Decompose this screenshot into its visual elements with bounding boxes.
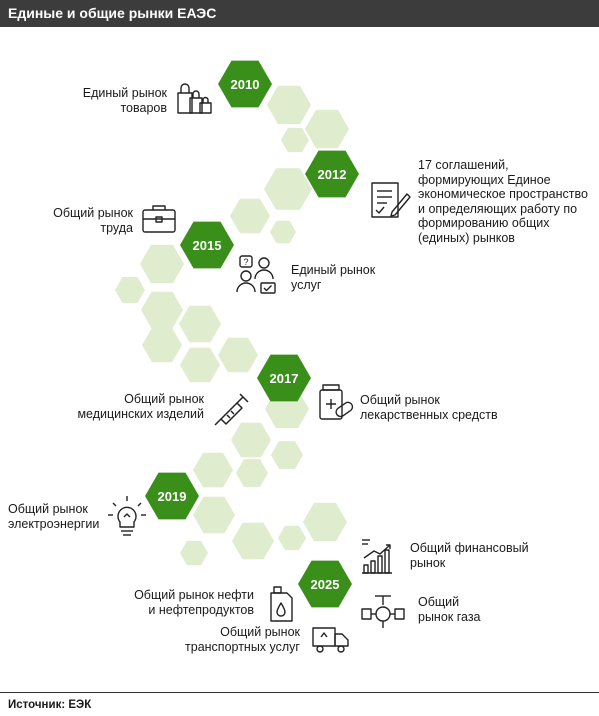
label-line: товаров (120, 100, 167, 115)
label-line: Общий рынок (220, 625, 300, 639)
hexagon-decor (115, 277, 145, 303)
hexagon-decor (264, 168, 312, 210)
label-line: рынок (410, 555, 446, 570)
year-hexagon (305, 150, 359, 198)
hexagon-decor (281, 127, 309, 153)
label-line: Общий рынок (8, 502, 88, 516)
page-title: Единые и общие рынки ЕАЭС (8, 5, 217, 21)
header-bar: Единые и общие рынки ЕАЭС (0, 0, 599, 27)
label-line: 17 соглашений, (418, 158, 509, 172)
label-line: Общий рынок (124, 392, 204, 406)
hexagon-decor (230, 198, 270, 234)
label-line: услуг (291, 277, 322, 292)
hexagon-chain: 2010 2012 2015 2017 2019 2025 (115, 60, 359, 608)
hexagon-decor (270, 220, 296, 244)
market-label-oil: Общий рынок нефти и нефтепродуктов (134, 588, 254, 617)
hexagon-decor (305, 109, 349, 149)
year-label: 2012 (318, 167, 347, 182)
hexagon-decor (180, 540, 208, 566)
market-label-goods: Единый рынок товаров (83, 86, 167, 115)
label-line: медицинских изделий (77, 406, 204, 421)
market-label-electricity: Общий рынок электроэнергии (8, 502, 99, 531)
hexagon-decor (141, 291, 183, 329)
label-line: электроэнергии (8, 516, 100, 531)
year-label: 2017 (270, 371, 299, 386)
year-label: 2025 (311, 577, 340, 592)
hexagon-decor (180, 347, 220, 383)
hexagon-decor (142, 327, 182, 363)
label-line: Единый рынок (291, 263, 376, 277)
label-line: (единых) рынков (418, 230, 515, 245)
market-label-gas: Общий рынок газа (418, 595, 481, 624)
hexagon-decor (218, 337, 258, 373)
growth-chart-icon (362, 539, 392, 574)
hexagon-decor (179, 305, 221, 343)
year-hexagon (298, 560, 352, 608)
label-line: формирующих Единое (418, 172, 551, 187)
market-label-services: Единый рынок услуг (291, 263, 375, 292)
label-line: Общий рынок (360, 393, 440, 407)
delivery-truck-icon (312, 627, 349, 653)
source-label: Источник: (8, 699, 66, 711)
hexagon-decor (140, 244, 184, 284)
hexagon-decor (267, 85, 311, 125)
market-label-medical-devices: Общий рынок медицинских изделий (77, 392, 204, 421)
hexagon-decor (271, 441, 303, 469)
light-bulb-icon (108, 496, 146, 536)
market-label-medicines: Общий рынок лекарственных средств (360, 393, 498, 422)
hexagon-decor (193, 452, 233, 488)
hexagon-decor (193, 496, 235, 534)
label-line: транспортных услуг (185, 639, 300, 654)
medicine-pills-icon (319, 384, 354, 420)
year-hexagon (218, 60, 272, 108)
timeline-diagram: 2010 2012 2015 2017 2019 2025 ? (108, 60, 411, 653)
year-hexagon (180, 221, 234, 269)
market-label-financial: Общий финансовый рынок (410, 541, 529, 570)
shopping-bags-icon (177, 83, 212, 114)
svg-text:?: ? (243, 257, 248, 267)
label-line: Общий финансовый (410, 541, 529, 555)
market-label-labor: Общий рынок труда (53, 206, 133, 235)
service-workers-icon: ? (236, 255, 276, 294)
label-line: экономическое пространство (418, 187, 588, 201)
agreements-note: 17 соглашений, формирующих Единое эконом… (418, 158, 598, 245)
label-line: Общий (418, 595, 460, 609)
hexagon-decor (236, 459, 268, 487)
year-label: 2015 (193, 238, 222, 253)
gas-valve-icon (361, 595, 405, 628)
label-line: Общий рынок (53, 206, 133, 220)
label-line: и определяющих работу по (418, 201, 578, 216)
label-line: рынок газа (418, 609, 481, 624)
year-label: 2010 (231, 77, 260, 92)
label-line: формированию общих (418, 216, 550, 230)
hexagon-decor (231, 422, 271, 458)
signed-document-icon (371, 182, 411, 218)
label-line: Общий рынок нефти (134, 588, 254, 602)
source-note: Источник: ЕЭК (8, 699, 91, 711)
hexagon-decor (303, 502, 347, 542)
briefcase-icon (142, 205, 176, 233)
year-hexagon (257, 354, 311, 402)
footer-divider (0, 692, 599, 693)
oil-canister-icon (270, 586, 293, 622)
label-line: труда (100, 220, 133, 235)
syringe-icon (214, 393, 249, 426)
source-value: ЕЭК (68, 699, 92, 711)
year-hexagon (145, 472, 199, 520)
year-label: 2019 (158, 489, 187, 504)
label-line: Единый рынок (82, 86, 167, 100)
market-label-transport: Общий рынок транспортных услуг (185, 625, 300, 654)
hexagon-decor (278, 525, 306, 551)
label-line: лекарственных средств (360, 407, 498, 422)
hexagon-decor (232, 522, 274, 560)
label-line: и нефтепродуктов (148, 602, 254, 617)
